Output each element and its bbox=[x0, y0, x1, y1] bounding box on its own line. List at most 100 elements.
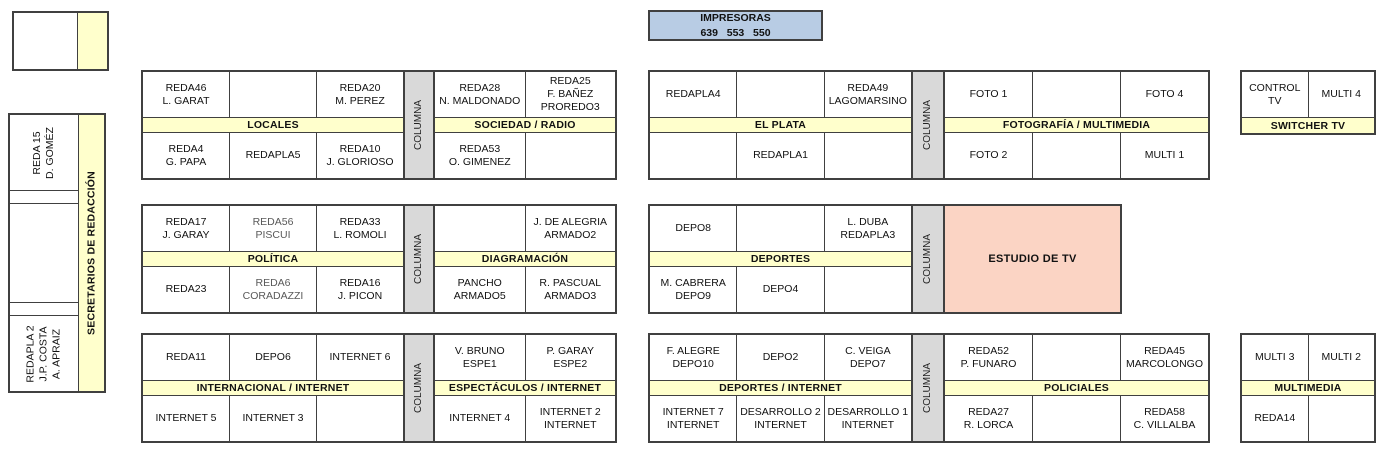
desk-label: MULTI 3 bbox=[1255, 351, 1295, 364]
desk-label: REDA20 bbox=[339, 81, 381, 94]
section-header-locales: LOCALES bbox=[143, 117, 403, 133]
desk-locales-top2 bbox=[230, 72, 317, 117]
left-desk-column: REDA 15 D. GOMÉZ REDAPLA 2 J.P. COSTA A.… bbox=[10, 115, 78, 391]
desk-label: J. GLORIOSO bbox=[326, 155, 394, 168]
desk-deportes-bottom3 bbox=[825, 267, 911, 312]
desk-elplata-bottom2: REDAPLA1 bbox=[737, 133, 825, 178]
desk-label: D. GOMÉZ bbox=[44, 126, 56, 179]
desk-label: ARMADO5 bbox=[453, 289, 506, 302]
desk-label: REDA23 bbox=[165, 283, 207, 296]
section-header-policiales: POLICIALES bbox=[945, 380, 1208, 396]
desk-label: MULTI 2 bbox=[1321, 351, 1361, 364]
desk-label: FOTO 1 bbox=[969, 88, 1008, 101]
desk-sociedad-bottom2 bbox=[526, 133, 616, 178]
desk-label: FOTO 4 bbox=[1145, 88, 1184, 101]
desk-label: ESPE1 bbox=[462, 357, 497, 370]
desk-internacional-top3: INTERNET 6 bbox=[317, 335, 403, 380]
desk-label: L. DUBA bbox=[847, 215, 889, 228]
columna-strip: COLUMNA bbox=[405, 333, 433, 443]
desk-label: ARMADO2 bbox=[544, 228, 597, 241]
desk-espectaculos-bottom1: INTERNET 4 bbox=[435, 396, 526, 441]
desk-foto-bottom3: MULTI 1 bbox=[1121, 133, 1208, 178]
section-header-espectaculos: ESPECTÁCULOS / INTERNET bbox=[435, 380, 615, 396]
desk-label: INTERNET bbox=[841, 418, 895, 431]
desk-label: F. ALEGRE bbox=[666, 344, 720, 357]
desk-label: P. GARAY bbox=[546, 344, 594, 357]
desk-label: REDA52 bbox=[968, 344, 1009, 357]
desk-diagramacion-top1 bbox=[435, 206, 526, 251]
desk-label: REDA16 bbox=[339, 276, 381, 289]
desk-label: ARMADO3 bbox=[544, 289, 597, 302]
desk-label: INTERNET 6 bbox=[329, 351, 391, 364]
estudio-label: ESTUDIO DE TV bbox=[988, 253, 1077, 265]
desk-label: G. PAPA bbox=[165, 155, 207, 168]
desk-label: J. PICON bbox=[337, 289, 383, 302]
desk-label: C. VILLALBA bbox=[1133, 418, 1196, 431]
desk-label: REDA6 bbox=[255, 276, 291, 289]
section-header-diagramacion: DIAGRAMACIÓN bbox=[435, 251, 615, 267]
desk-label: J. GARAY bbox=[162, 228, 210, 241]
desk-spacer bbox=[10, 191, 78, 204]
desk-label: INTERNET bbox=[544, 418, 597, 431]
section-header-foto: FOTOGRAFÍA / MULTIMEDIA bbox=[945, 117, 1208, 133]
desk-elplata-bottom1 bbox=[650, 133, 738, 178]
desk-label: REDA46 bbox=[165, 81, 207, 94]
desk-label: INTERNET bbox=[666, 418, 720, 431]
desk-label: REDA28 bbox=[459, 81, 501, 94]
desk-label: REDA33 bbox=[339, 215, 381, 228]
desk-label: REDAPLA5 bbox=[245, 149, 301, 162]
secretarios-strip: SECRETARIOS DE REDACCIÓN bbox=[78, 115, 104, 391]
desk-multimedia-bottom1: REDA14 bbox=[1242, 396, 1309, 441]
desk-deportes-top2 bbox=[737, 206, 825, 251]
desk-label: V. BRUNO bbox=[454, 344, 505, 357]
desk-row: REDAPLA1 bbox=[650, 133, 911, 178]
desk-foto-top2 bbox=[1033, 72, 1121, 117]
estudio-de-tv: ESTUDIO DE TV bbox=[943, 204, 1122, 314]
desk-label: CORADAZZI bbox=[242, 289, 304, 302]
desk-label: INTERNET 4 bbox=[449, 412, 511, 425]
left-desk-panel: REDA 15 D. GOMÉZ REDAPLA 2 J.P. COSTA A.… bbox=[8, 113, 106, 393]
columna-label: COLUMNA bbox=[921, 233, 933, 285]
desk-label: REDA11 bbox=[165, 351, 207, 364]
desk-label: INTERNET 5 bbox=[155, 412, 217, 425]
columna-label: COLUMNA bbox=[921, 99, 933, 151]
desk-label: INTERNET 7 bbox=[662, 405, 724, 418]
desk-label: CONTROL TV bbox=[1249, 81, 1301, 107]
columna-strip: COLUMNA bbox=[405, 70, 433, 180]
desk-label: L. GARAT bbox=[162, 94, 210, 107]
section-header-elplata: EL PLATA bbox=[650, 117, 911, 133]
impresoras-numbers: 639 553 550 bbox=[700, 26, 771, 39]
desk-label: J. DE ALEGRIA bbox=[533, 215, 608, 228]
desk-row: FOTO 1 FOTO 4 bbox=[945, 72, 1208, 117]
columna-label: COLUMNA bbox=[412, 362, 424, 414]
desk-spacer bbox=[10, 303, 78, 316]
desk-label: O. GIMENEZ bbox=[448, 155, 511, 168]
desk-multimedia-top2: MULTI 2 bbox=[1309, 335, 1375, 380]
desk-label: MULTI 4 bbox=[1321, 88, 1361, 101]
desk-deportes-bottom2: DEPO4 bbox=[737, 267, 825, 312]
columna-strip: COLUMNA bbox=[913, 333, 943, 443]
desk-label: DEPO6 bbox=[255, 351, 291, 364]
desk-label: DEPO7 bbox=[850, 357, 886, 370]
